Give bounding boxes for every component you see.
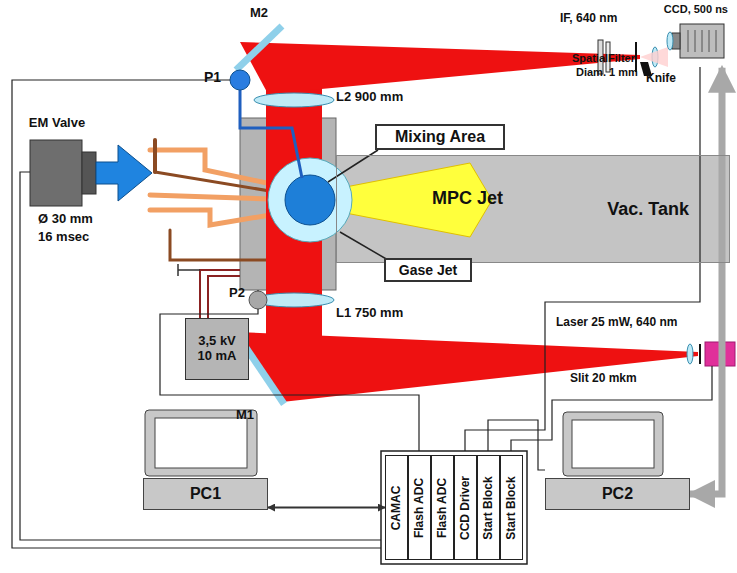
valve-flange xyxy=(82,152,96,194)
mirror-label: M1 xyxy=(236,408,254,422)
p1-line xyxy=(240,90,302,178)
gauge-label: P1 xyxy=(204,70,221,85)
pc-box: PC2 xyxy=(545,478,690,510)
mixing-area-box: Mixing Area xyxy=(375,124,505,150)
laser-lens xyxy=(687,344,693,364)
adc-module: Flash ADC xyxy=(408,455,431,560)
signal-wires xyxy=(12,67,712,548)
node-label: PC1 xyxy=(190,485,221,503)
node-label: EM Valve xyxy=(29,116,85,131)
node-label: Flash ADC xyxy=(413,477,427,537)
vacuum-tank: Vac. Tank xyxy=(336,155,730,263)
leader-line xyxy=(340,232,388,260)
mirror-label: M2 xyxy=(250,6,268,20)
mirror-m2 xyxy=(236,26,282,70)
start-block-module: Start Block xyxy=(477,455,500,560)
adc-module: Flash ADC xyxy=(431,455,454,560)
camac-crate xyxy=(381,451,527,564)
lens-label: L2 900 mm xyxy=(336,90,403,104)
lens-l2 xyxy=(254,93,334,107)
gas-jet-box: Gase Jet xyxy=(384,258,472,282)
p1-gauge xyxy=(230,70,250,90)
em-valve-body xyxy=(30,140,82,206)
valve-dimension: Ø 30 mm xyxy=(38,212,93,226)
node-label: Mixing Area xyxy=(395,128,485,146)
pc2-monitor xyxy=(563,412,663,476)
node-label: PC2 xyxy=(602,485,633,503)
node-label: CCD, 500 ns xyxy=(664,3,728,16)
lens-label: L1 750 mm xyxy=(336,306,403,320)
ccd-camera: CCD, 500 ns xyxy=(658,3,734,68)
camac-module: CAMAC xyxy=(385,455,408,560)
connector xyxy=(690,68,722,494)
knife-label: Knife xyxy=(646,72,676,85)
power-supply: 3,5 kV 10 mA xyxy=(185,318,249,380)
node-label: Vac. Tank xyxy=(607,199,689,220)
node-label: Flash ADC xyxy=(436,477,450,537)
node-label: Start Block xyxy=(482,476,496,539)
gas-flow-arrow xyxy=(96,145,152,201)
mixing-spot xyxy=(285,175,335,225)
connector xyxy=(268,507,385,509)
camera-icon xyxy=(666,20,726,60)
filter-label: SpatialFilter xyxy=(572,52,635,64)
ground-symbol xyxy=(178,264,200,276)
filter-label: Diam. 1 mm xyxy=(576,66,638,78)
gas-jet-ring xyxy=(268,158,352,242)
slit xyxy=(699,344,701,364)
node-label: CCD Driver xyxy=(459,475,473,539)
jet-label: MPC Jet xyxy=(432,189,503,209)
laser-label: Laser 25 mW, 640 nm xyxy=(556,316,677,329)
ccd-driver-module: CCD Driver xyxy=(454,455,477,560)
pc-box: PC1 xyxy=(143,478,268,510)
node-label: CAMAC xyxy=(390,485,404,530)
gauge-label: P2 xyxy=(229,286,245,300)
filter-label: IF, 640 nm xyxy=(560,12,617,25)
p2-gauge xyxy=(249,291,267,309)
node-label: 3,5 kV 10 mA xyxy=(192,334,242,364)
slit-label: Slit 20 mkm xyxy=(570,372,637,385)
node-label: Gase Jet xyxy=(399,262,457,278)
valve-timing: 16 msec xyxy=(38,230,89,244)
em-valve: EM Valve xyxy=(22,116,92,208)
node-label: Start Block xyxy=(505,476,519,539)
laser-beam xyxy=(236,42,698,402)
start-block-module: Start Block xyxy=(500,455,523,560)
